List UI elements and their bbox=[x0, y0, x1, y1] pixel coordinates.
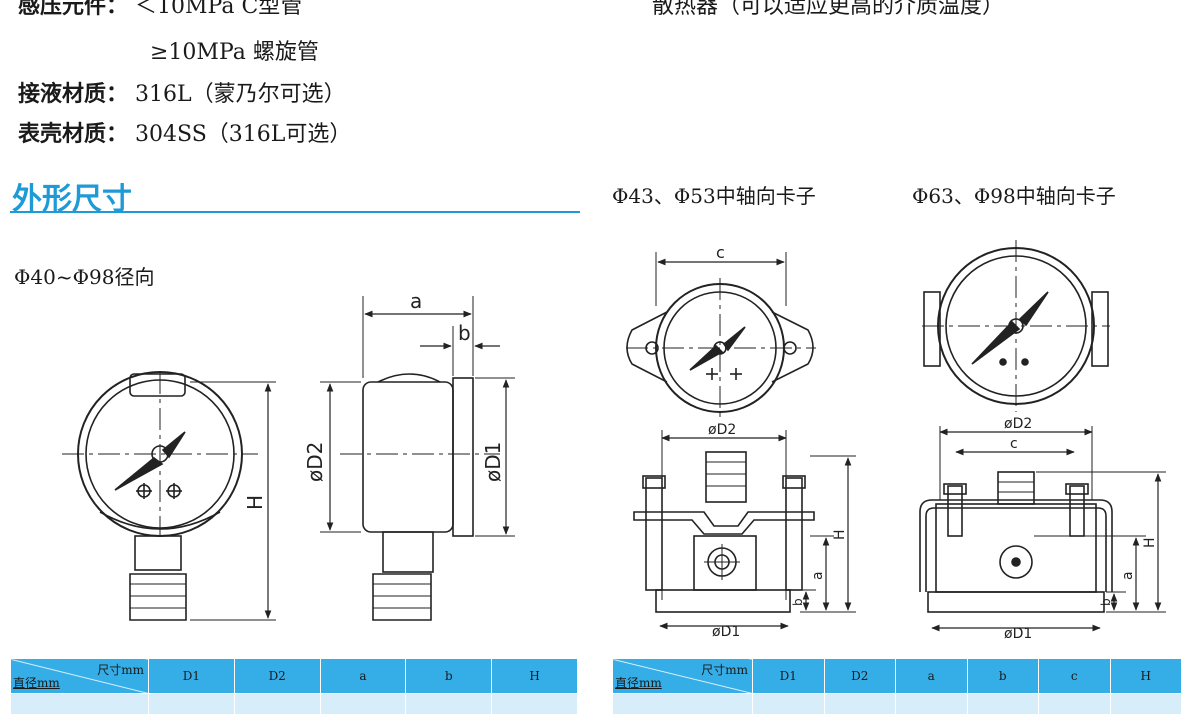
radial-gauge-front-view: H bbox=[62, 371, 276, 621]
caption-radial: Φ40~Φ98径向 bbox=[14, 265, 155, 289]
corner-top-label: 尺寸mm bbox=[97, 663, 144, 677]
axial-large-side-view: øD2 c øD1 H a b bbox=[919, 416, 1166, 642]
spec-pressure-element: 感压元件： ＜10MPa C型管 bbox=[18, 0, 302, 20]
caption-axial-large: Φ63、Φ98中轴向卡子 bbox=[912, 184, 1116, 208]
table-corner-cell: 尺寸mm 直径mm bbox=[612, 658, 753, 694]
table-header-cell: a bbox=[319, 658, 407, 694]
corner-bottom-label: 直径mm bbox=[615, 676, 662, 690]
table-header-cell: D1 bbox=[752, 658, 825, 694]
dim-label-c-large: c bbox=[1010, 436, 1018, 452]
spec-pressure-element-line2: ≥10MPa 螺旋管 bbox=[150, 40, 319, 65]
dim-label-b-large: b bbox=[1099, 598, 1113, 606]
table-header-cell: b bbox=[966, 658, 1039, 694]
table-header-cell: D2 bbox=[823, 658, 896, 694]
dim-label-H-small: H bbox=[832, 529, 848, 540]
dim-label-b: b bbox=[458, 321, 471, 345]
dim-label-D2: øD2 bbox=[303, 442, 327, 482]
spec-value: 316L（蒙乃尔可选） bbox=[135, 82, 346, 107]
table-header-cell: D1 bbox=[148, 658, 235, 694]
axial-large-top-view bbox=[922, 240, 1110, 412]
dimension-table-radial: 尺寸mm 直径mm D1 D2 a b H bbox=[10, 658, 578, 715]
section-title-rule bbox=[10, 211, 580, 213]
dim-label-H-large: H bbox=[1142, 537, 1158, 548]
spec-wetted-material: 接液材质： 316L（蒙乃尔可选） bbox=[18, 82, 346, 107]
spec-case-material: 表壳材质： 304SS（316L可选） bbox=[18, 122, 352, 147]
caption-axial-small: Φ43、Φ53中轴向卡子 bbox=[612, 184, 816, 208]
dim-label-D1: øD1 bbox=[481, 442, 505, 482]
radial-gauge-side-view: a b øD2 øD1 bbox=[303, 289, 515, 621]
dim-label-D2-small: øD2 bbox=[708, 422, 736, 438]
table-corner-cell: 尺寸mm 直径mm bbox=[10, 658, 149, 694]
table-row bbox=[612, 693, 1182, 715]
spec-value: ＜10MPa C型管 bbox=[135, 0, 303, 19]
table-header-cell: H bbox=[491, 658, 578, 694]
corner-top-label: 尺寸mm bbox=[701, 663, 748, 677]
table-header-cell: D2 bbox=[233, 658, 321, 694]
dim-label-b-small: b bbox=[791, 598, 805, 606]
corner-bottom-label: 直径mm bbox=[13, 676, 60, 690]
table-header-row: 尺寸mm 直径mm D1 D2 a b H bbox=[10, 658, 578, 694]
table-header-cell: H bbox=[1109, 658, 1182, 694]
table-header-cell: b bbox=[405, 658, 493, 694]
table-row bbox=[10, 693, 578, 715]
dim-label-a: a bbox=[410, 289, 422, 313]
table-header-cell: a bbox=[895, 658, 968, 694]
dim-label-D1-large: øD1 bbox=[1004, 626, 1032, 642]
spec-value: 304SS（316L可选） bbox=[135, 122, 352, 147]
dim-label-c-small: c bbox=[716, 243, 725, 262]
axial-small-side-view: øD2 øD1 H a b bbox=[633, 422, 856, 640]
spec-label: 表壳材质 bbox=[18, 122, 107, 147]
dim-label-D2-large: øD2 bbox=[1004, 416, 1032, 432]
table-header-cell: c bbox=[1038, 658, 1111, 694]
spec-label: 感压元件 bbox=[18, 0, 107, 19]
dim-label-D1-small: øD1 bbox=[712, 624, 740, 640]
dim-label-a-large: a bbox=[1120, 571, 1136, 580]
axial-small-top-view: c bbox=[626, 243, 816, 420]
dim-label-a-small: a bbox=[810, 571, 826, 580]
dimension-table-axial: 尺寸mm 直径mm D1 D2 a b c H bbox=[612, 658, 1182, 715]
spec-radiator-note: 散热器（可以适应更高的介质温度） bbox=[652, 0, 1005, 19]
dim-label-H: H bbox=[243, 495, 267, 510]
spec-label: 接液材质 bbox=[18, 82, 107, 107]
table-header-row: 尺寸mm 直径mm D1 D2 a b c H bbox=[612, 658, 1182, 694]
